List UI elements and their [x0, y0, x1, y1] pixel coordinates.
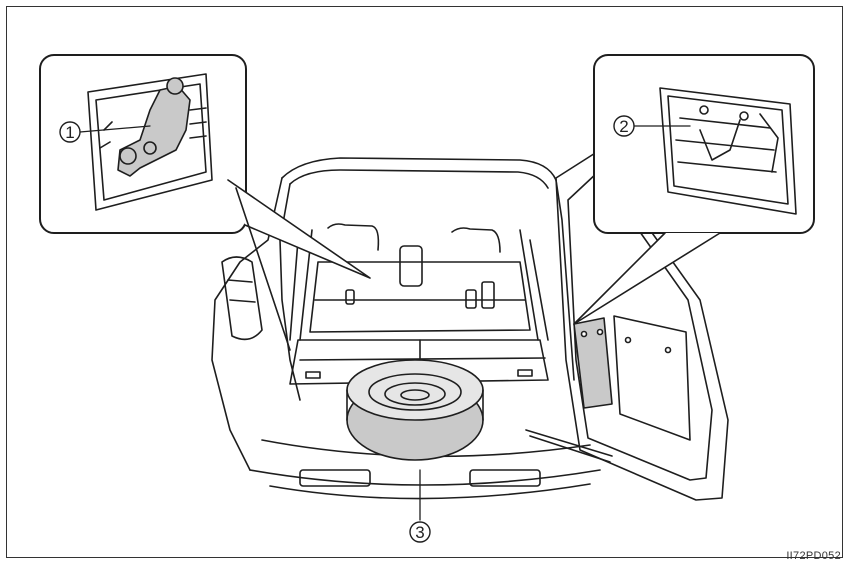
inset-tools — [573, 54, 815, 325]
callout-2: 2 — [613, 115, 635, 137]
callout-3-label: 3 — [415, 523, 424, 542]
spare-tire — [346, 359, 484, 461]
callout-leaders — [79, 125, 691, 521]
vehicle-body — [211, 157, 601, 500]
callout-1-label: 1 — [65, 123, 74, 142]
callout-2-label: 2 — [619, 117, 628, 136]
callout-1: 1 — [59, 121, 81, 143]
inset-jack — [39, 54, 371, 351]
figure-code: II72PD052 — [786, 550, 841, 562]
callout-3: 3 — [409, 521, 431, 543]
